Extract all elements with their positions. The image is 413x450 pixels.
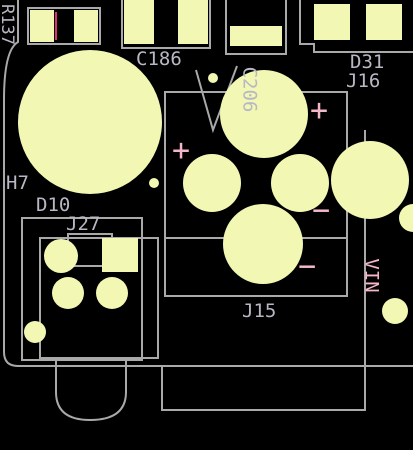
j27-pin-3 [52, 277, 84, 309]
d31-outline [299, 0, 413, 53]
r137-pad-2 [74, 10, 98, 42]
h7-mounting-hole [18, 50, 162, 194]
label-j27: J27 [66, 213, 101, 235]
label-h7: H7 [6, 172, 29, 194]
j16-pad-left [183, 154, 241, 212]
c186-outline [121, 0, 211, 49]
polarity-minus-right: − [312, 193, 331, 228]
c186-pad-1 [124, 0, 154, 44]
via [149, 178, 159, 188]
label-c186: C186 [136, 48, 182, 70]
r137-outline [27, 7, 101, 45]
c206-terminal-pad [220, 70, 308, 158]
j16-pad-right [271, 154, 329, 212]
d31-pad-1 [314, 4, 350, 40]
silkscreen-layer [3, 0, 413, 422]
j27-outer-outline [21, 217, 143, 361]
polarity-minus-bottom: − [298, 249, 317, 284]
label-j15: J15 [242, 300, 277, 322]
j27-mount-pad [24, 321, 46, 343]
j27-pin-4 [96, 277, 128, 309]
polarity-plus-left: + [172, 133, 191, 168]
j15-outline [161, 130, 366, 411]
j27-pin-1 [44, 239, 78, 273]
c186-pad-2 [178, 0, 208, 44]
j27-pin-2-square [102, 238, 138, 272]
vin-test-pad [382, 298, 408, 324]
label-c206: C206 [238, 66, 261, 113]
pad-layer [18, 0, 413, 343]
j16-pad-edge [399, 204, 413, 232]
via [208, 73, 218, 83]
j27-latch-outline [55, 360, 127, 422]
j16-pad-outer [331, 141, 409, 219]
c206-polarity-wedge [195, 65, 238, 134]
label-r137: R137 [0, 4, 17, 45]
label-d31: D31 [350, 51, 385, 73]
j27-inner-outline [39, 237, 159, 359]
polarity-plus-right: + [310, 93, 329, 128]
board-left-outline [3, 0, 413, 367]
r137-pad-1 [30, 10, 54, 42]
label-j16: J16 [346, 70, 381, 92]
c206-outline [225, 0, 287, 55]
label-vin: VIN [360, 258, 383, 293]
label-d10: D10 [36, 194, 71, 216]
c206-pad [230, 26, 282, 46]
d31-pad-2 [366, 4, 402, 40]
j15-terminal-pad [223, 204, 303, 284]
